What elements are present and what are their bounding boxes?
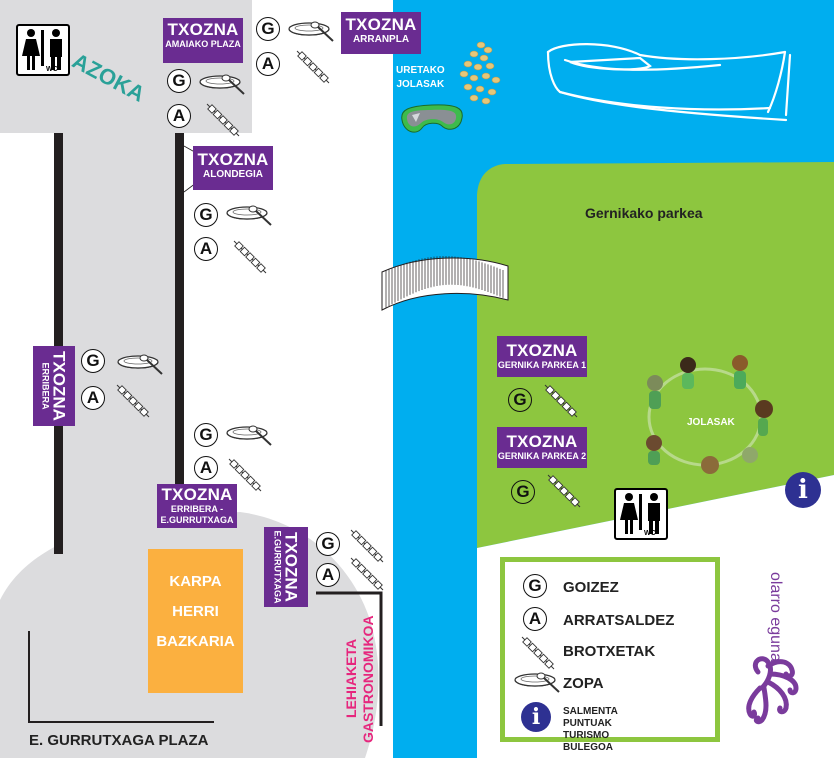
legend-label-line-2: TURISMO BULEGOA bbox=[563, 730, 613, 753]
skewer-icon bbox=[350, 529, 384, 563]
info-icon: i bbox=[521, 702, 551, 732]
contest-line-1: LEHIAKETA bbox=[343, 638, 359, 718]
txozna-title: TXOZNA bbox=[49, 351, 69, 421]
wc-icon: WC bbox=[16, 24, 70, 76]
afternoon-a-icon: A bbox=[256, 52, 280, 76]
legend: G GOIZEZ A ARRATSALDEZ BROTXETAK ZOPA i … bbox=[500, 557, 720, 753]
afternoon-a-icon: A bbox=[194, 237, 218, 261]
skewer-icon bbox=[547, 474, 581, 508]
afternoon-a-icon: A bbox=[81, 386, 105, 410]
wc-icon: WC bbox=[614, 488, 668, 540]
soup-bowl-icon bbox=[288, 21, 334, 42]
plaza-outline bbox=[28, 631, 214, 723]
soup-bowl-icon bbox=[226, 205, 272, 226]
txozna-gernika-parkea-1[interactable]: TXOZNA GERNIKA PARKEA 1 bbox=[497, 336, 587, 377]
skewer-icon bbox=[228, 458, 262, 492]
txozna-subtitle: ARRANPLA bbox=[352, 34, 410, 45]
txozna-title: TXOZNA bbox=[281, 532, 301, 602]
txozna-amaiako-plaza[interactable]: TXOZNA AMAIAKO PLAZA bbox=[163, 18, 243, 63]
morning-g-icon: G bbox=[167, 69, 191, 93]
morning-g-icon: G bbox=[194, 203, 218, 227]
erribera-street bbox=[58, 133, 180, 553]
skewer-icon bbox=[116, 384, 150, 418]
bridge bbox=[381, 256, 509, 311]
wall-right bbox=[175, 133, 184, 513]
contest-line-2: GASTRONOMIKOA bbox=[360, 615, 376, 743]
morning-g-icon: G bbox=[523, 574, 547, 598]
logo-text: olarro eguna bbox=[767, 572, 784, 662]
karpa-line-2: HERRI bbox=[172, 603, 219, 620]
contest-outline bbox=[316, 591, 383, 726]
txozna-title: TXOZNA bbox=[345, 15, 417, 34]
skewer-icon bbox=[296, 50, 330, 84]
txozna-title: TXOZNA bbox=[197, 150, 269, 169]
txozna-title: TXOZNA bbox=[161, 485, 233, 504]
children-circle-icon: JOLASAK bbox=[646, 355, 773, 474]
txozna-title: TXOZNA bbox=[506, 341, 578, 360]
afternoon-a-icon: A bbox=[523, 607, 547, 631]
svg-text:WC: WC bbox=[46, 66, 58, 73]
karpa-line-1: KARPA bbox=[169, 573, 222, 590]
skewer-icon bbox=[350, 557, 384, 591]
txozna-alondegia[interactable]: TXOZNA ALONDEGIA bbox=[193, 146, 273, 190]
karpa-herri-bazkaria[interactable]: KARPA HERRI BAZKARIA bbox=[148, 549, 243, 693]
legend-label-line-1: SALMENTA PUNTUAK bbox=[563, 706, 618, 729]
txozna-gernika-parkea-2[interactable]: TXOZNA GERNIKA PARKEA 2 bbox=[497, 427, 587, 468]
skewer-icon bbox=[206, 103, 240, 137]
info-icon[interactable]: i bbox=[785, 472, 821, 508]
legend-label: BROTXETAK bbox=[563, 643, 656, 660]
octopus-logo-icon bbox=[746, 656, 799, 725]
plaza-label: E. GURRUTXAGA PLAZA bbox=[29, 732, 209, 749]
water-games-line-2: JOLASAK bbox=[396, 79, 445, 90]
txozna-subtitle: E.GURRUTXAGA bbox=[272, 530, 283, 604]
txozna-subtitle: AMAIAKO PLAZA bbox=[165, 39, 241, 49]
kids-games-label: JOLASAK bbox=[687, 417, 736, 428]
txozna-title: TXOZNA bbox=[506, 432, 578, 451]
legend-label: SALMENTA PUNTUAK TURISMO BULEGOA bbox=[563, 706, 617, 754]
afternoon-a-icon: A bbox=[167, 104, 191, 128]
skewer-icon bbox=[233, 240, 267, 274]
txozna-erribera-gurrutxaga[interactable]: TXOZNA ERRIBERA - E.GURRUTXAGA bbox=[157, 484, 237, 528]
afternoon-a-icon: A bbox=[316, 563, 340, 587]
afternoon-a-icon: A bbox=[194, 456, 218, 480]
legend-label: ARRATSALDEZ bbox=[563, 612, 675, 629]
morning-g-icon: G bbox=[194, 423, 218, 447]
txozna-subtitle: GERNIKA PARKEA 1 bbox=[497, 360, 587, 370]
soup-bowl-icon bbox=[117, 354, 163, 375]
txozna-e-gurrutxaga[interactable]: TXOZNA E.GURRUTXAGA bbox=[264, 527, 308, 607]
morning-g-icon: G bbox=[508, 388, 532, 412]
legend-label: ZOPA bbox=[563, 675, 604, 692]
morning-g-icon: G bbox=[256, 17, 280, 41]
wall-left bbox=[54, 133, 63, 554]
txozna-erribera[interactable]: TXOZNA ERRIBERA bbox=[33, 346, 75, 426]
morning-g-icon: G bbox=[81, 349, 105, 373]
txozna-subtitle: GERNIKA PARKEA 2 bbox=[497, 451, 587, 461]
txozna-arranpla[interactable]: TXOZNA ARRANPLA bbox=[341, 12, 421, 54]
karpa-line-3: BAZKARIA bbox=[156, 633, 235, 650]
svg-text:WC: WC bbox=[644, 530, 656, 537]
skewer-icon bbox=[521, 636, 555, 670]
water-games-label: URETAKO JOLASAK bbox=[396, 64, 445, 92]
coins-icon bbox=[459, 41, 501, 105]
soup-bowl-icon bbox=[514, 672, 560, 693]
soup-bowl-icon bbox=[226, 425, 272, 446]
soup-bowl-icon bbox=[199, 74, 245, 95]
txozna-subtitle-line-1: ERRIBERA - bbox=[170, 504, 224, 514]
diving-mask-icon bbox=[401, 104, 463, 133]
morning-g-icon: G bbox=[316, 532, 340, 556]
water-games-line-1: URETAKO bbox=[396, 65, 445, 76]
park-label: Gernikako parkea bbox=[585, 205, 703, 221]
morning-g-icon: G bbox=[511, 480, 535, 504]
txozna-subtitle: ALONDEGIA bbox=[203, 169, 263, 180]
txozna-subtitle-line-2: E.GURRUTXAGA bbox=[160, 515, 234, 525]
txozna-title: TXOZNA bbox=[167, 20, 239, 39]
boat-sketch bbox=[546, 43, 792, 122]
legend-label: GOIZEZ bbox=[563, 579, 619, 596]
skewer-icon bbox=[544, 384, 578, 418]
